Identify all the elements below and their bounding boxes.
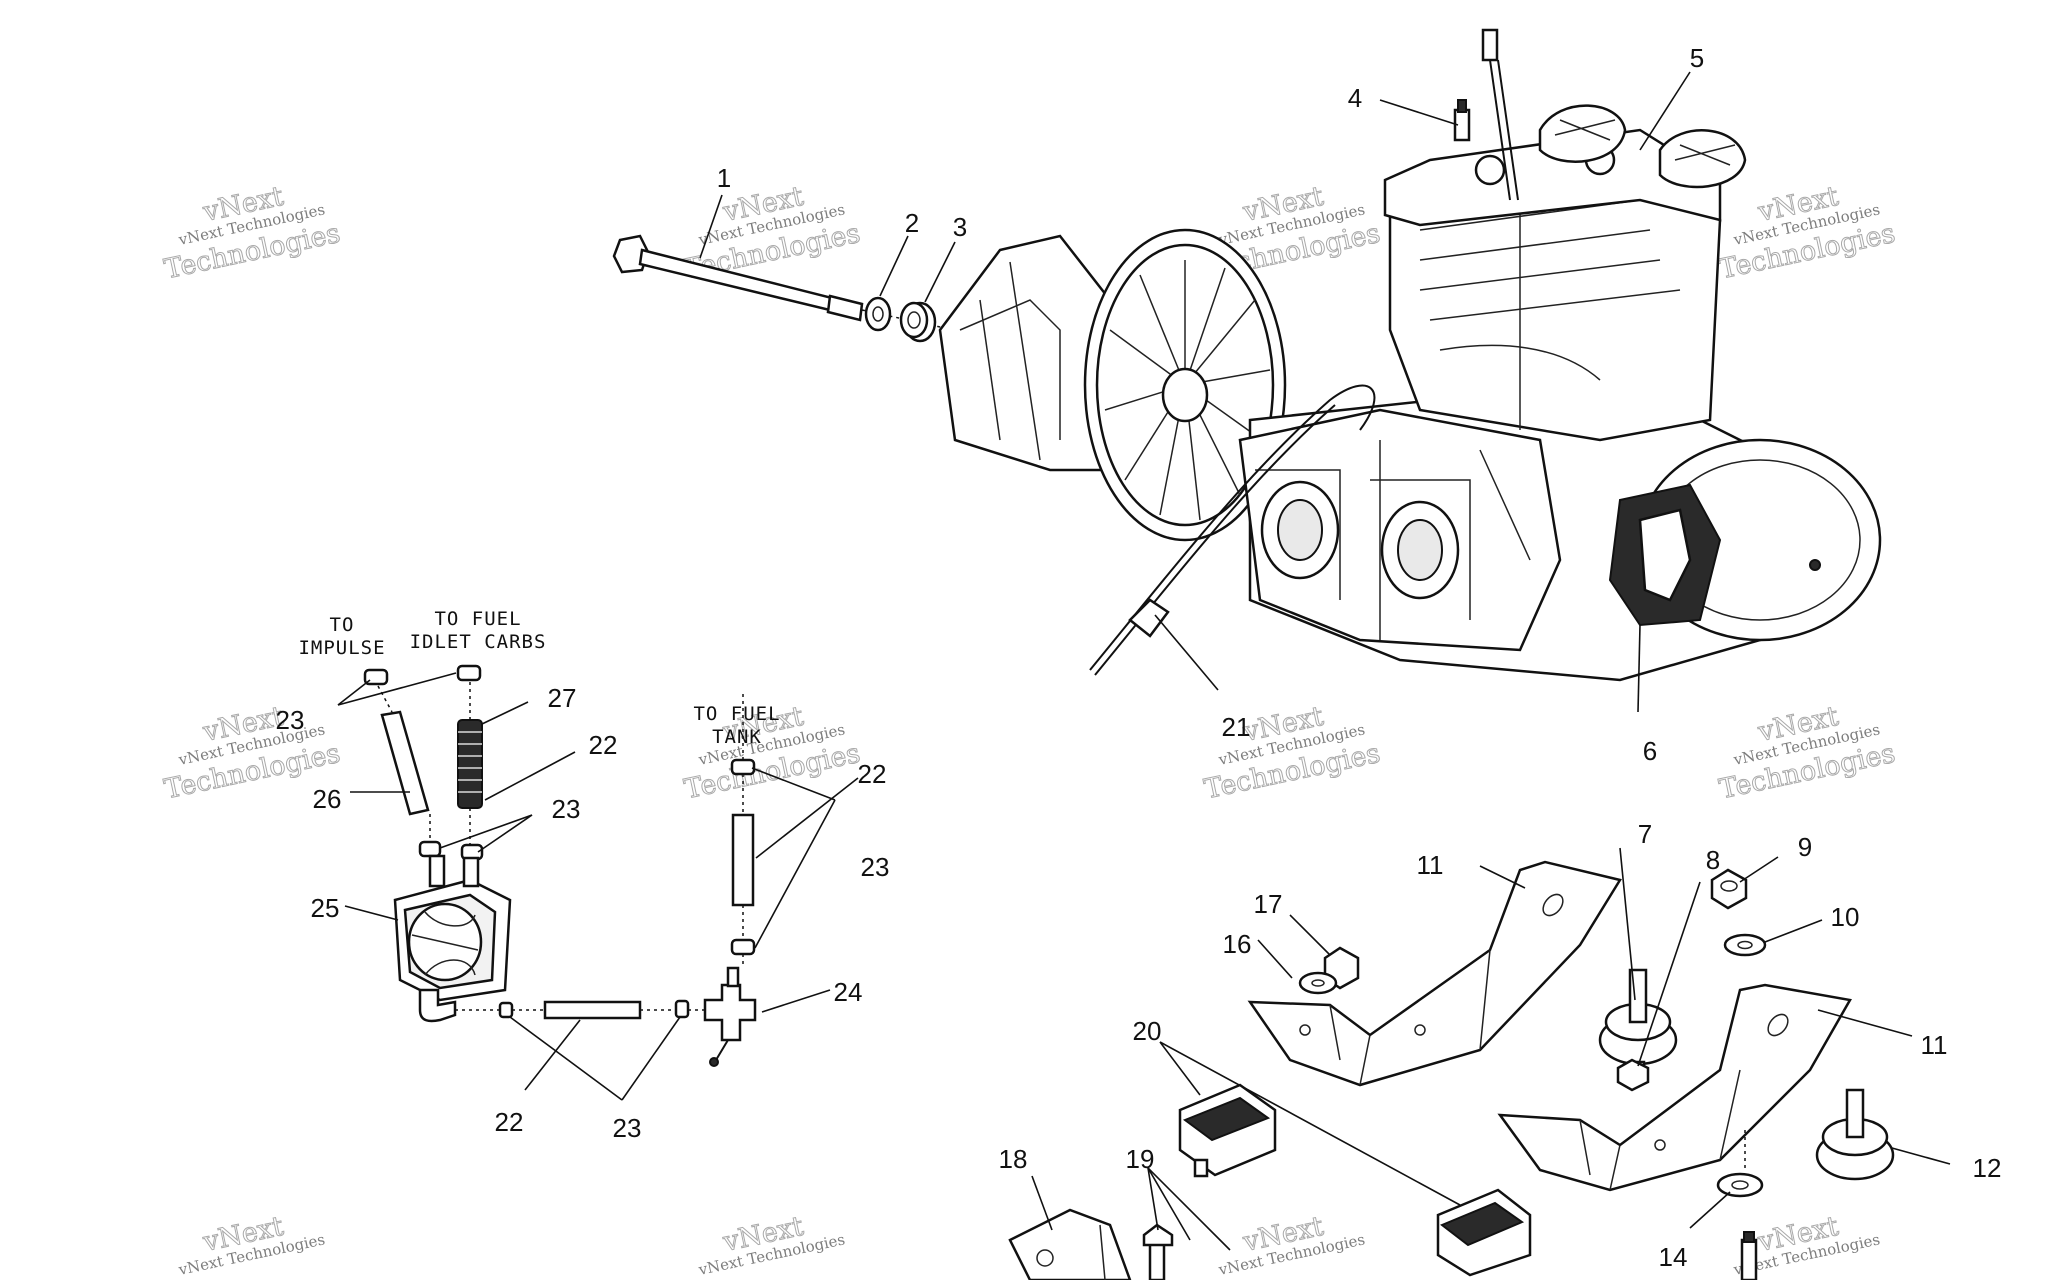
callout-6: 6 (1643, 736, 1657, 766)
callout-23c: 23 (861, 852, 890, 882)
clutch-spokes (1104, 260, 1271, 521)
callout-25: 25 (311, 893, 340, 923)
callout-3: 3 (953, 212, 967, 242)
callout-numbers: 1 2 3 4 5 6 7 8 9 10 11 11 12 14 16 17 1… (276, 43, 2002, 1272)
drive-clutch (938, 228, 1287, 542)
part-1-bolt (612, 234, 1001, 341)
callout-4: 4 (1348, 83, 1362, 113)
callout-10: 10 (1831, 902, 1860, 932)
engine-mounts (1008, 860, 1895, 1282)
callout-5: 5 (1690, 43, 1704, 73)
callout-19: 19 (1126, 1144, 1155, 1174)
callout-22a: 22 (589, 730, 618, 760)
note-to-impulse-line2: IMPULSE (298, 637, 385, 659)
callout-2: 2 (905, 208, 919, 238)
callout-7: 7 (1638, 819, 1652, 849)
note-to-carbs-line1: TO FUEL (434, 608, 521, 630)
callout-23b: 23 (552, 794, 581, 824)
leader-lines (337, 71, 1951, 1251)
callout-8: 8 (1706, 845, 1720, 875)
callout-17: 17 (1254, 889, 1283, 919)
note-to-impulse-line1: TO (330, 614, 355, 636)
callout-21: 21 (1222, 712, 1251, 742)
callout-16: 16 (1223, 929, 1252, 959)
callout-1: 1 (717, 163, 731, 193)
engine-assembly (1089, 28, 1882, 682)
hose-destination-notes: TO IMPULSE TO FUEL IDLET CARBS TO FUEL T… (298, 608, 780, 748)
callout-23d: 23 (613, 1113, 642, 1143)
part-2-washer (864, 296, 892, 332)
note-to-tank-line2: TANK (712, 726, 762, 748)
callout-11b: 11 (1921, 1030, 1948, 1060)
callout-18: 18 (999, 1144, 1028, 1174)
callout-22c: 22 (495, 1107, 524, 1137)
callout-20: 20 (1133, 1016, 1162, 1046)
callout-22b: 22 (858, 759, 887, 789)
callout-14: 14 (1659, 1242, 1688, 1272)
callout-23a: 23 (276, 705, 305, 735)
callout-11a: 11 (1417, 850, 1444, 880)
part-3-spacer (899, 301, 937, 343)
callout-27: 27 (548, 683, 577, 713)
note-to-tank-line1: TO FUEL (693, 703, 780, 725)
callout-26: 26 (313, 784, 342, 814)
note-to-carbs-line2: IDLET CARBS (410, 631, 547, 653)
fuel-system (363, 664, 757, 1067)
callout-12: 12 (1973, 1153, 2002, 1183)
callout-24: 24 (834, 977, 863, 1007)
callout-9: 9 (1798, 832, 1812, 862)
